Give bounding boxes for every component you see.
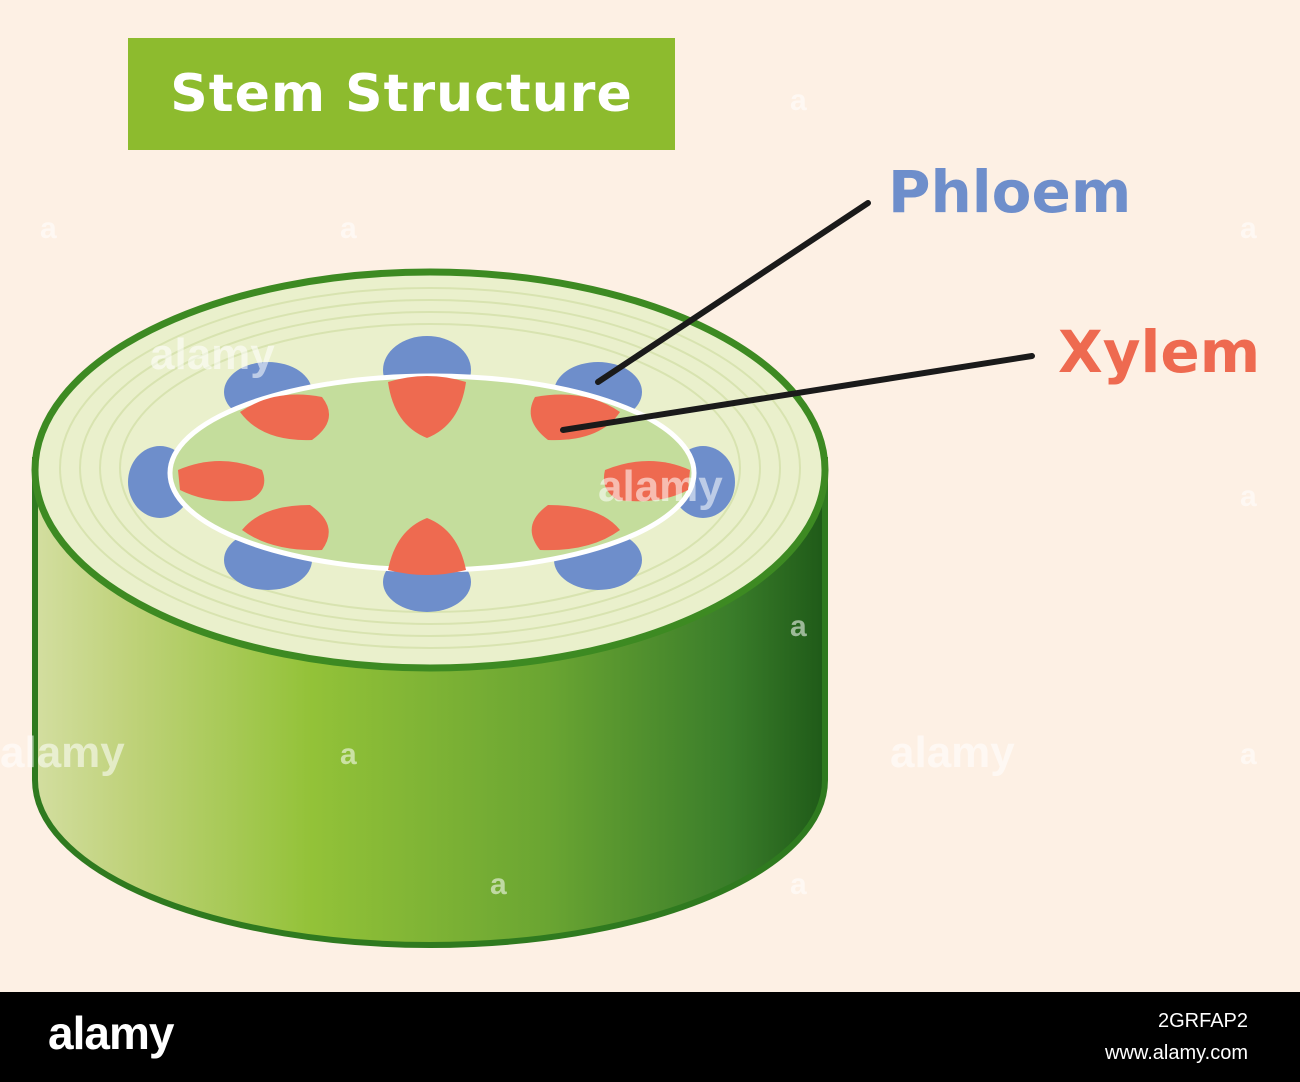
xylem-bundles <box>178 376 690 575</box>
footer-bar: alamy 2GRFAP2 www.alamy.com <box>0 992 1300 1082</box>
phloem-leader-line <box>595 200 871 385</box>
xylem-bundle <box>388 376 466 438</box>
watermark-mark: a <box>490 868 507 901</box>
xylem-bundle <box>388 518 466 575</box>
cortex-texture-lines <box>59 287 801 649</box>
xylem-bundle <box>178 461 265 502</box>
xylem-label: Xylem <box>1058 318 1261 386</box>
watermark-mark: a <box>1240 480 1257 513</box>
xylem-bundle <box>530 394 620 441</box>
title-banner: Stem Structure <box>128 38 675 150</box>
phloem-label: Phloem <box>888 158 1132 226</box>
watermark-mark: a <box>790 610 807 643</box>
watermark-mark: a <box>1240 738 1257 771</box>
watermark-mark: a <box>40 212 57 245</box>
xylem-leader-line <box>560 353 1035 433</box>
diagram-title: Stem Structure <box>170 64 633 124</box>
diagram-canvas: Stem Structure <box>0 38 1261 948</box>
footer-logo: alamy <box>48 1007 174 1059</box>
watermark-mark: a <box>790 84 807 117</box>
watermark-mark: a <box>1240 212 1257 245</box>
watermark-mark: a <box>340 212 357 245</box>
footer-url: www.alamy.com <box>1105 1042 1248 1064</box>
footer-image-id: 2GRFAP2 <box>1157 1010 1248 1032</box>
xylem-bundle <box>603 461 690 502</box>
watermark-text: alamy <box>598 462 723 511</box>
xylem-bundle <box>242 505 329 551</box>
watermark-text: alamy <box>0 728 125 777</box>
watermark-mark: a <box>790 868 807 901</box>
stem-cross-section-diagram <box>31 200 1035 948</box>
watermark-text: alamy <box>150 330 275 379</box>
xylem-bundle <box>531 505 620 551</box>
xylem-bundle <box>240 394 330 441</box>
watermark-mark: a <box>340 738 357 771</box>
watermark-text: alamy <box>890 728 1015 777</box>
